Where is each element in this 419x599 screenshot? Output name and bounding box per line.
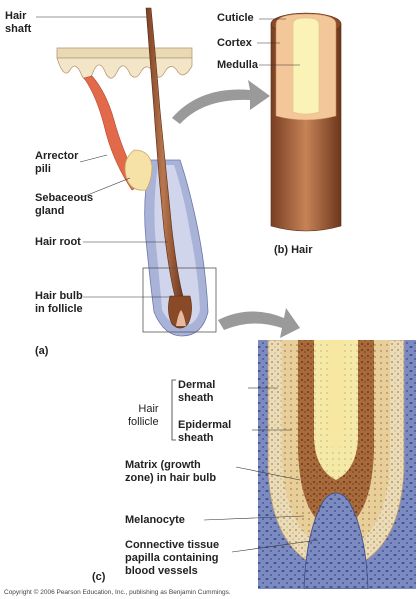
skin-dermal-papillae [57,58,192,80]
panel-b [257,13,341,231]
panel-label-c: (c) [92,571,105,583]
panel-c [258,340,416,589]
label-medulla: Medulla [217,59,258,72]
label-hair-root: Hair root [35,236,81,249]
panel-label-b: (b) Hair [274,244,313,256]
label-melanocyte: Melanocyte [125,514,185,527]
label-cuticle: Cuticle [217,12,254,25]
follicle-bracket [172,380,176,440]
arrow-to-hair [172,80,270,124]
label-cortex: Cortex [217,37,252,50]
panel-label-a: (a) [35,345,48,357]
skin-epidermis [57,48,192,58]
copyright-text: Copyright © 2006 Pearson Education, Inc.… [4,589,231,596]
leader-arrector-pili [80,155,107,162]
arrow-to-follicle [218,308,300,338]
hair-medulla-cut [293,18,319,114]
medulla-column [328,340,344,452]
